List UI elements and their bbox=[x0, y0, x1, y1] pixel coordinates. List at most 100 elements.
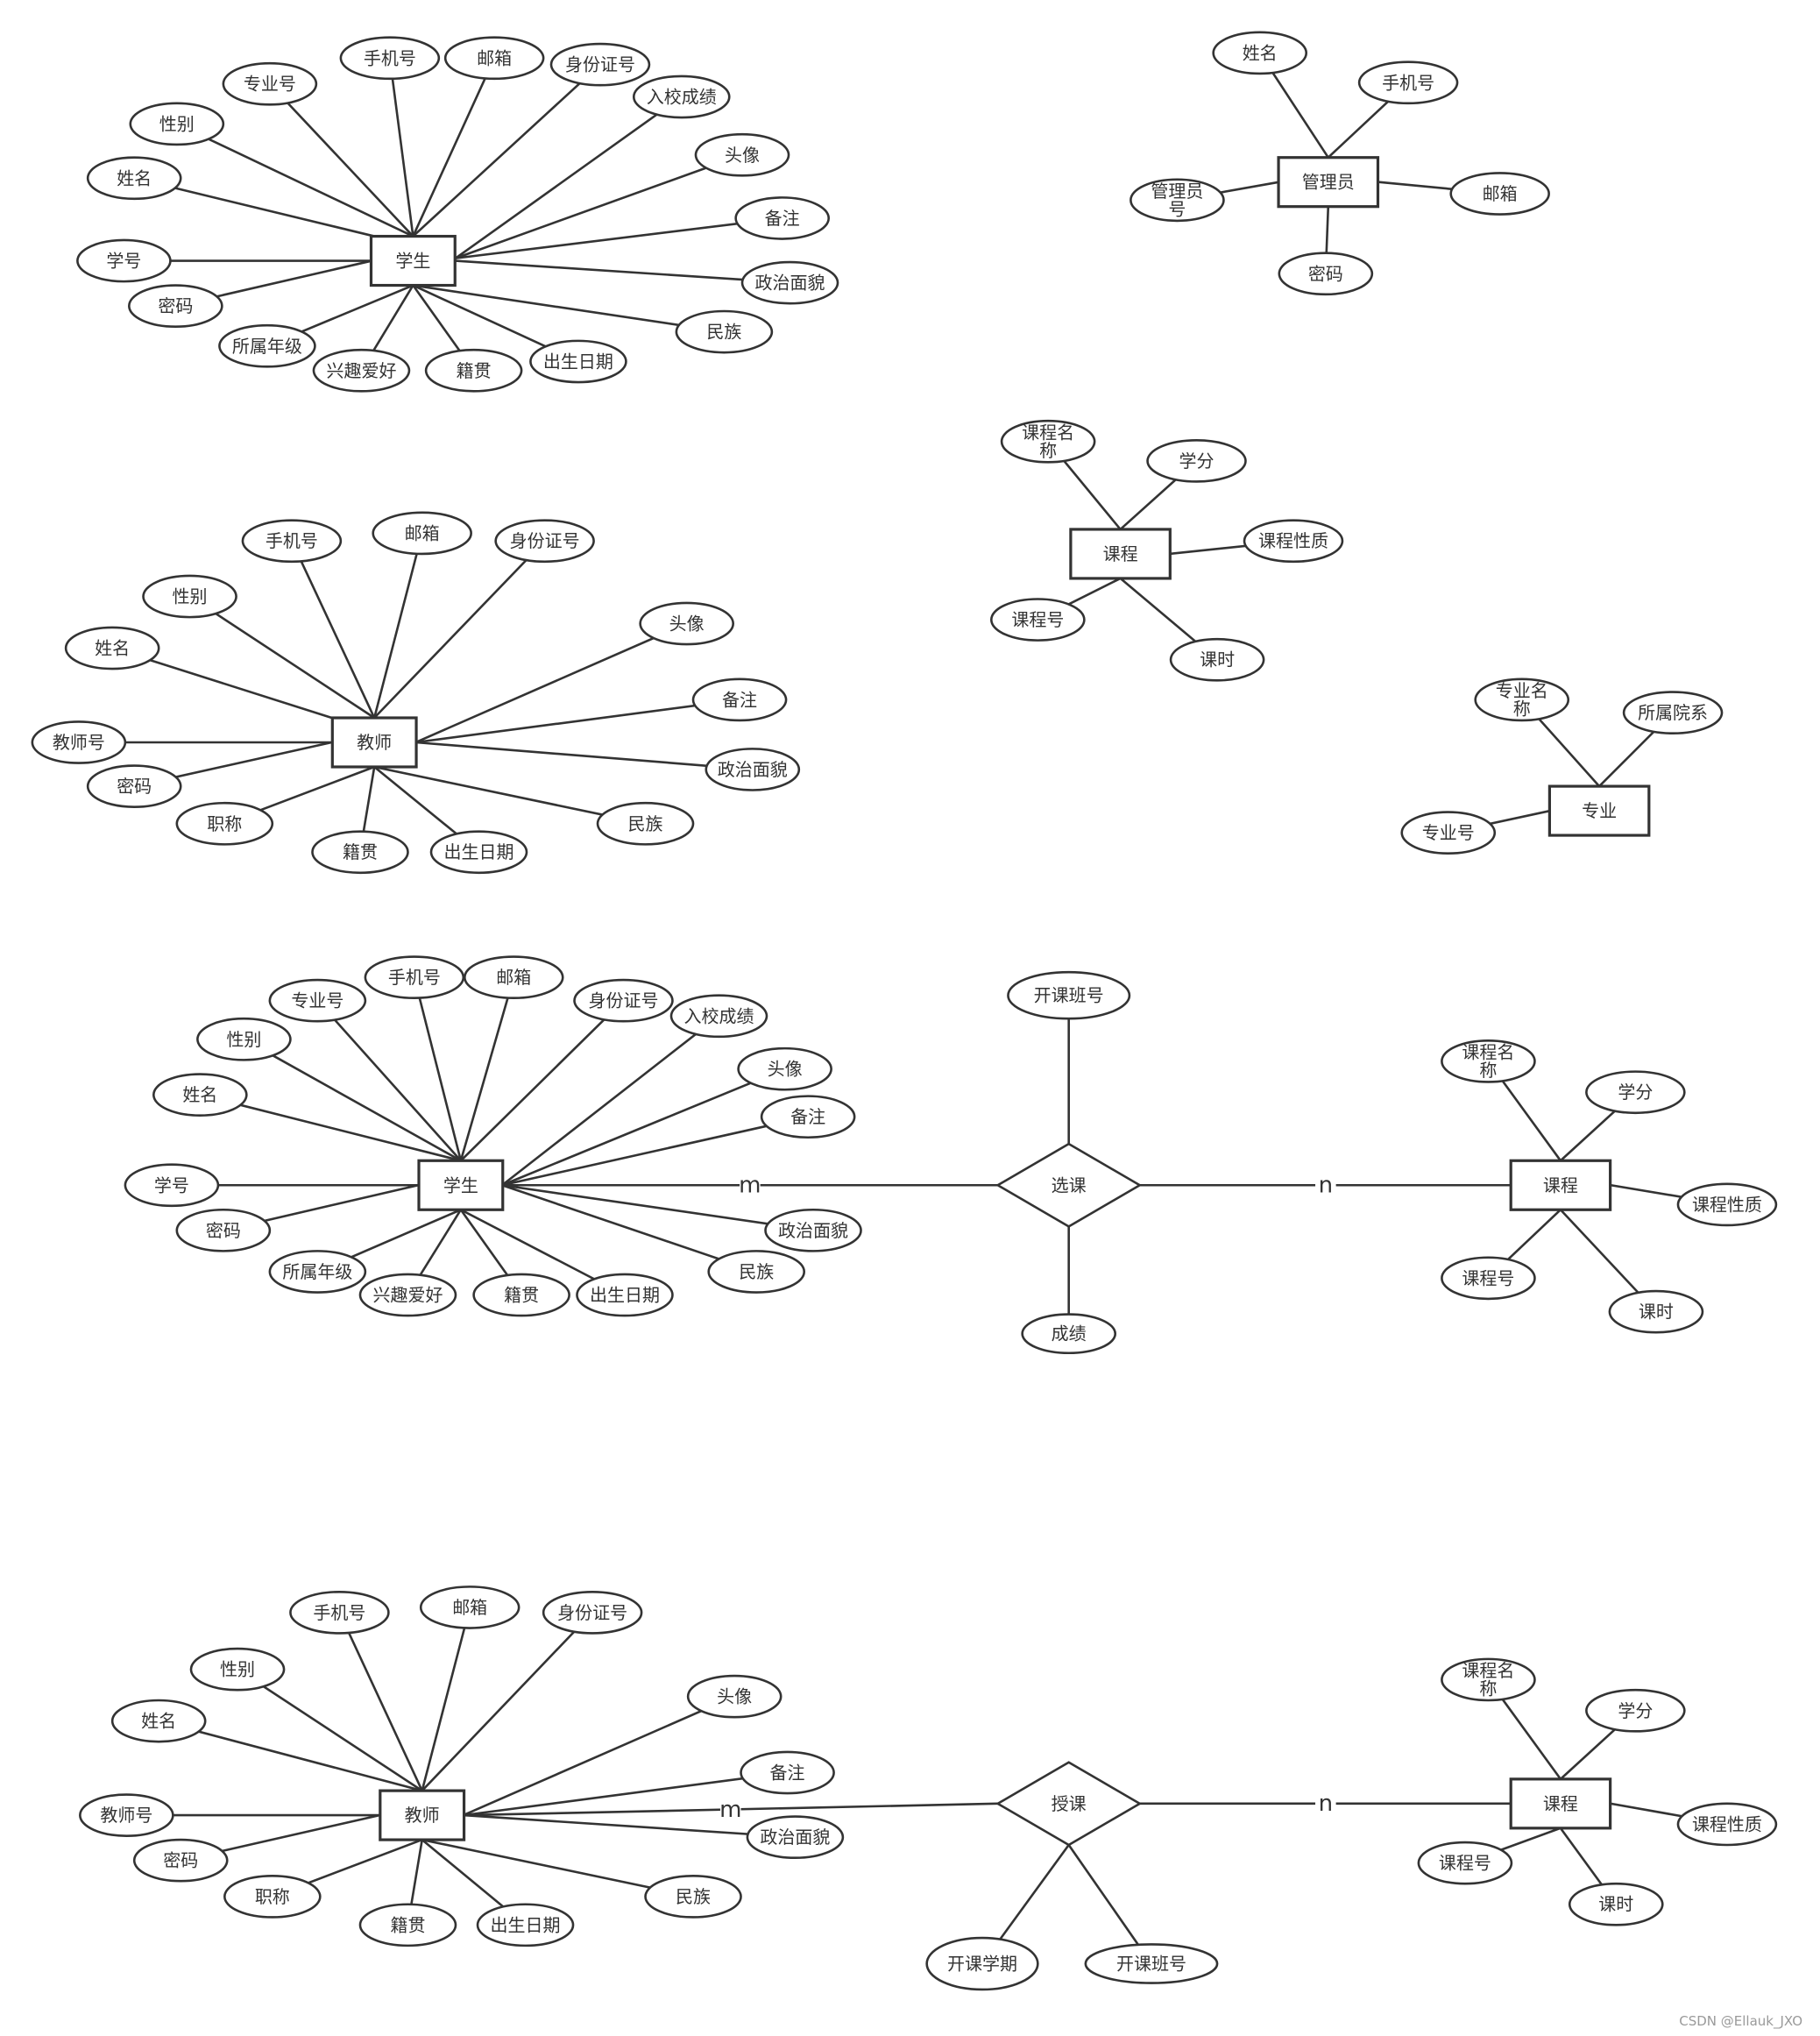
entity-label: 教师 bbox=[357, 732, 392, 753]
attribute-label: 学分 bbox=[1618, 1082, 1653, 1103]
attribute-ellipse bbox=[339, 36, 441, 81]
attribute-ellipse bbox=[707, 1250, 806, 1294]
course-attr-credit: 学分 bbox=[1146, 439, 1247, 483]
attribute-label: 备注 bbox=[790, 1106, 825, 1127]
attribute-label: 备注 bbox=[765, 208, 800, 229]
teacher2-attr-phone: 手机号 bbox=[289, 1590, 390, 1635]
attribute-label: 姓名 bbox=[117, 167, 152, 188]
attribute-label: 兴趣爱好 bbox=[326, 360, 396, 381]
student2-gender-connector bbox=[243, 1038, 462, 1162]
attribute-label: 出生日期 bbox=[491, 1914, 561, 1935]
course-attr-course_no: 课程号 bbox=[990, 598, 1086, 642]
attribute-label: 开课班号 bbox=[1116, 1954, 1186, 1975]
student2-entrance_score-connector bbox=[501, 1015, 720, 1187]
attribute-ellipse bbox=[639, 601, 734, 646]
attribute-label: 手机号 bbox=[1382, 72, 1434, 93]
attribute-label: 性别 bbox=[220, 1659, 255, 1680]
attribute-ellipse bbox=[1243, 519, 1344, 564]
teacher2-entity: 教师 bbox=[379, 1789, 466, 1841]
attribute-ellipse bbox=[129, 102, 225, 146]
enroll-attr-score: 成绩 bbox=[1021, 1313, 1117, 1355]
course3-attr-hours: 课时 bbox=[1568, 1882, 1664, 1926]
student2-ethnicity-connector bbox=[501, 1184, 757, 1273]
entity-box bbox=[369, 234, 457, 287]
attribute-label: 姓名 bbox=[141, 1711, 176, 1732]
attribute-ellipse bbox=[189, 1647, 286, 1692]
attribute-ellipse bbox=[1441, 1657, 1536, 1702]
entity-label: 学生 bbox=[443, 1174, 478, 1195]
student2-id_card-connector bbox=[459, 999, 625, 1162]
student2-attr-grade: 所属年级 bbox=[268, 1250, 367, 1294]
student2-attr-email: 邮箱 bbox=[463, 955, 564, 999]
watermark: CSDN @Ellauk_JXO bbox=[1679, 2013, 1802, 2029]
teacher-email-connector bbox=[372, 533, 423, 719]
attribute-label: 手机号 bbox=[388, 967, 441, 988]
course3-attr-course_type: 课程性质 bbox=[1676, 1802, 1778, 1847]
teacher2-ethnicity-connector bbox=[421, 1838, 694, 1898]
attribute-ellipse bbox=[86, 764, 182, 808]
teacher-attr-teacher_no: 教师号 bbox=[31, 720, 127, 764]
student2-attr-password: 密码 bbox=[175, 1208, 272, 1252]
attribute-ellipse bbox=[529, 339, 627, 384]
teacher2-name-connector bbox=[158, 1720, 423, 1792]
student-attr-grade: 所属年级 bbox=[218, 323, 316, 368]
attribute-ellipse bbox=[1449, 172, 1550, 216]
attribute-label: 专业号 bbox=[1422, 822, 1475, 843]
attribute-ellipse bbox=[1000, 419, 1096, 464]
student-attr-political_status: 政治面貌 bbox=[740, 260, 839, 305]
major-attr-major_no: 专业号 bbox=[1400, 811, 1497, 855]
student2-attr-entrance_score: 入校成绩 bbox=[669, 994, 768, 1039]
attribute-ellipse bbox=[764, 1208, 862, 1252]
teacher-attr-gender: 性别 bbox=[142, 574, 237, 619]
attribute-label: 头像 bbox=[717, 1686, 752, 1707]
teacher-id_card-connector bbox=[373, 540, 546, 719]
student2-attr-gender: 性别 bbox=[196, 1017, 292, 1061]
student-attr-student_no: 学号 bbox=[76, 238, 172, 283]
attribute-ellipse bbox=[691, 677, 788, 722]
teacher2-attr-native_place: 籍贯 bbox=[358, 1903, 457, 1947]
attribute-label: 民族 bbox=[676, 1886, 711, 1907]
attribute-ellipse bbox=[737, 1046, 832, 1091]
entity-label: 管理员 bbox=[1302, 172, 1355, 193]
teacher-remark-connector bbox=[415, 699, 740, 744]
attribute-label: 所属院系 bbox=[1638, 702, 1708, 723]
student2-attr-hobby: 兴趣爱好 bbox=[358, 1273, 457, 1317]
attribute-label: 密码 bbox=[117, 776, 152, 797]
teacher2-attr-password: 密码 bbox=[132, 1838, 229, 1883]
teacher2-attr-teacher_no: 教师号 bbox=[79, 1793, 174, 1837]
student2-name-connector bbox=[200, 1093, 462, 1162]
attribute-label: 兴趣爱好 bbox=[372, 1284, 443, 1305]
relationship-diamond bbox=[995, 1761, 1143, 1847]
student-email-connector bbox=[412, 57, 496, 238]
attribute-ellipse bbox=[289, 1590, 390, 1635]
attribute-ellipse bbox=[1474, 677, 1570, 722]
teacher2-attr-avatar: 头像 bbox=[686, 1674, 783, 1719]
course2-attr-hours: 课时 bbox=[1608, 1289, 1704, 1334]
student2-phone-connector bbox=[413, 976, 463, 1161]
course-attr-hours: 课时 bbox=[1169, 637, 1265, 682]
teacher2-gender-connector bbox=[237, 1668, 423, 1792]
teacher-avatar-connector bbox=[414, 622, 688, 744]
attribute-ellipse bbox=[358, 1273, 457, 1317]
attribute-label: 籍贯 bbox=[390, 1914, 425, 1935]
teacher-attr-native_place: 籍贯 bbox=[311, 830, 409, 875]
attribute-label: 性别 bbox=[173, 586, 208, 607]
attribute-label: 身份证号 bbox=[565, 54, 635, 75]
attribute-ellipse bbox=[686, 1674, 783, 1719]
teacher2-email-connector bbox=[421, 1607, 471, 1791]
entity-label: 学生 bbox=[395, 251, 430, 272]
attribute-ellipse bbox=[419, 1586, 521, 1629]
course2-attr-course_no: 课程号 bbox=[1441, 1256, 1536, 1301]
teacher-attr-ethnicity: 民族 bbox=[596, 801, 695, 846]
attribute-ellipse bbox=[358, 1903, 457, 1947]
student-gender-connector bbox=[176, 123, 414, 238]
attribute-ellipse bbox=[494, 519, 595, 564]
attribute-ellipse bbox=[740, 260, 839, 305]
attribute-label: 头像 bbox=[768, 1059, 803, 1080]
entity-box bbox=[1069, 528, 1172, 580]
attribute-label: 密码 bbox=[206, 1220, 241, 1241]
teacher-attr-id_card: 身份证号 bbox=[494, 519, 595, 564]
attribute-ellipse bbox=[1021, 1313, 1117, 1355]
student-attr-avatar: 头像 bbox=[694, 132, 790, 177]
major-attr-major_name: 专业名称 bbox=[1474, 677, 1570, 722]
